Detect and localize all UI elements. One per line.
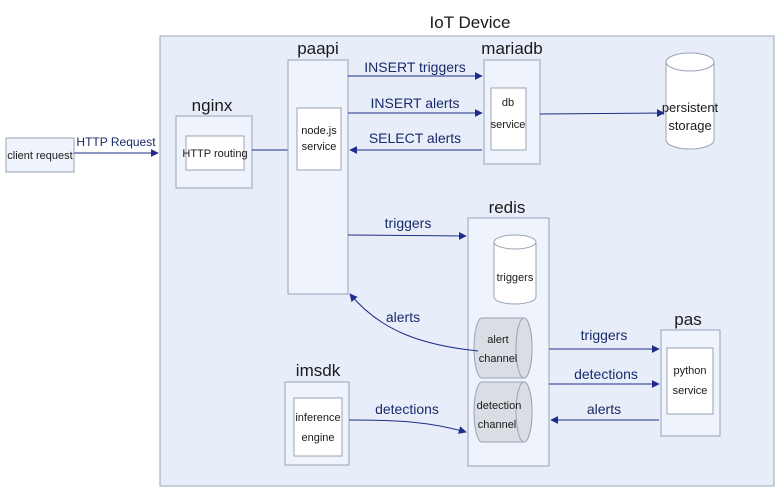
edge-redis-paapi-alerts-label: alerts <box>386 309 420 325</box>
redis-triggers-store: triggers <box>493 234 537 305</box>
redis-detection-channel: detection channel <box>473 381 533 443</box>
edge-paapi-redis-triggers <box>347 231 467 240</box>
edge-insert-alerts-label: INSERT alerts <box>371 95 460 111</box>
redis-alert-channel-line1: alert <box>487 334 508 346</box>
edge-imsdk-redis-detections <box>348 419 467 434</box>
persistent-storage-line2: storage <box>668 118 711 133</box>
iot-device-title: IoT Device <box>430 13 511 32</box>
edge-redis-pas-triggers-label: triggers <box>581 327 628 343</box>
redis-detection-channel-line1: detection <box>477 400 522 412</box>
edge-redis-pas-detections-label: detections <box>574 366 638 382</box>
redis-node: redis triggers alert channel detection c… <box>467 198 550 467</box>
paapi-node: paapi node.js service <box>287 39 349 295</box>
edge-redis-paapi-alerts <box>349 293 479 352</box>
edge-pas-redis-alerts-label: alerts <box>587 401 621 417</box>
edge-imsdk-redis-detections-label: detections <box>375 401 439 417</box>
redis-alert-channel: alert channel <box>473 317 533 379</box>
paapi-inner-line1: node.js <box>301 125 337 137</box>
pas-inner-line2: service <box>673 385 708 397</box>
persistent-storage-line1: persistent <box>662 100 719 115</box>
redis-title: redis <box>489 198 526 217</box>
mariadb-title: mariadb <box>481 39 542 58</box>
pas-node: pas python service <box>660 310 721 437</box>
nginx-node: nginx HTTP routing <box>175 96 253 189</box>
redis-alert-channel-line2: channel <box>479 353 518 365</box>
edge-mariadb-storage <box>539 109 665 118</box>
client-request-node: client request <box>5 137 75 173</box>
edge-select-alerts-label: SELECT alerts <box>369 130 461 146</box>
imsdk-node: imsdk inference engine <box>284 361 350 466</box>
edge-insert-triggers-label: INSERT triggers <box>364 59 465 75</box>
nginx-inner-label: HTTP routing <box>182 148 247 160</box>
pas-title: pas <box>674 310 701 329</box>
mariadb-node: mariadb db service <box>481 39 543 165</box>
redis-triggers-store-label: triggers <box>497 272 534 284</box>
imsdk-title: imsdk <box>296 361 341 380</box>
redis-detection-channel-line2: channel <box>478 419 517 431</box>
imsdk-inner-line2: engine <box>301 432 334 444</box>
persistent-storage-node: persistent storage <box>662 52 719 150</box>
imsdk-inner-line1: inference <box>295 412 340 424</box>
mariadb-inner-line1: db <box>502 97 514 109</box>
pas-inner-line1: python <box>673 365 706 377</box>
nginx-title: nginx <box>192 96 233 115</box>
paapi-title: paapi <box>297 39 339 58</box>
mariadb-inner-line2: service <box>491 119 526 131</box>
edge-paapi-redis-triggers-label: triggers <box>385 215 432 231</box>
paapi-inner-line2: service <box>302 141 337 153</box>
edge-http-request-label: HTTP Request <box>76 135 156 149</box>
client-request-label: client request <box>7 150 72 162</box>
